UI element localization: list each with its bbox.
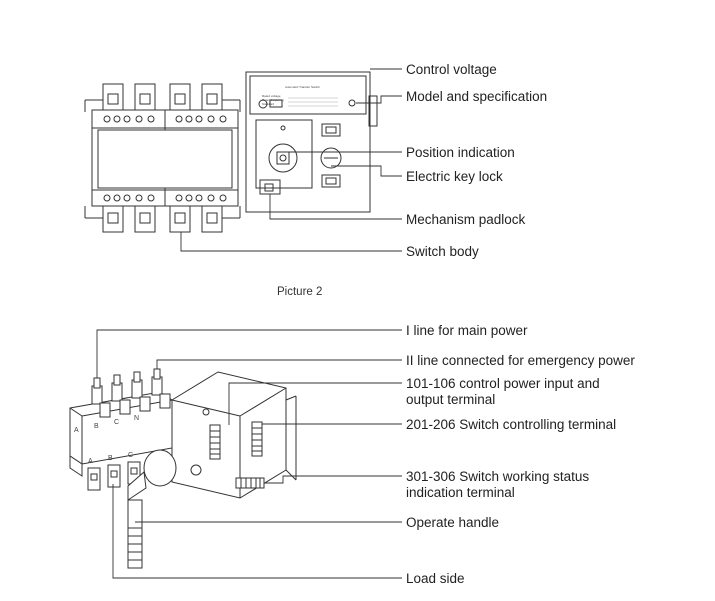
- bottom-terminals: [84, 205, 241, 233]
- top-lugs: [91, 368, 171, 418]
- spec-line-2: Rated frequency: [262, 98, 285, 102]
- position-indicator-dial: [268, 143, 298, 173]
- picture2-leaders: [180, 68, 402, 252]
- bottom-lugs: [87, 461, 141, 491]
- phase-letter-c-top: C: [114, 419, 119, 426]
- device-title-plate: Automatic Transfer Switch: [285, 85, 320, 89]
- top-terminals: [84, 83, 241, 112]
- label-line-main-power: I line for main power: [406, 323, 528, 338]
- label-electric-key-lock: Electric key lock: [406, 169, 503, 184]
- label-switch-body: Switch body: [406, 244, 479, 259]
- electric-key-lock-icon: [320, 147, 342, 169]
- isometric-view-drawing: A B C N A B C: [69, 368, 297, 569]
- label-line-emergency-power: II line connected for emergency power: [406, 353, 635, 368]
- label-control-power-terminal-2: output terminal: [406, 392, 495, 407]
- top-screw-row: [103, 115, 227, 123]
- spec-line-1: Rated voltage: [262, 94, 281, 98]
- label-position-indication: Position indication: [406, 145, 515, 160]
- terminal-block-301-306: [235, 477, 265, 489]
- phase-letter-a-top: A: [74, 427, 79, 434]
- label-working-status-terminal: 301-306 Switch working status: [406, 469, 589, 484]
- label-control-voltage: Control voltage: [406, 62, 497, 77]
- phase-letter-a-bottom: A: [88, 458, 93, 465]
- picture3-leaders: [96, 329, 402, 579]
- label-load-side: Load side: [406, 571, 465, 586]
- label-control-power-terminal: 101-106 control power input and: [406, 376, 600, 391]
- terminal-block-101-106: [209, 424, 221, 460]
- phase-letter-b-bottom: B: [108, 455, 113, 462]
- padlock-icon: [259, 179, 281, 195]
- label-switch-controlling-terminal: 201-206 Switch controlling terminal: [406, 417, 616, 432]
- operate-handle: [127, 449, 177, 569]
- terminal-block-201-206: [251, 421, 263, 457]
- label-mechanism-padlock: Mechanism padlock: [406, 212, 526, 227]
- label-operate-handle: Operate handle: [406, 515, 499, 530]
- picture2-caption: Picture 2: [277, 286, 322, 298]
- front-view-drawing: Automatic Transfer Switch Rated voltage …: [84, 71, 378, 233]
- phase-letter-b-top: B: [94, 423, 99, 430]
- controller-module: [245, 71, 371, 213]
- phase-letter-n-top: N: [134, 415, 139, 422]
- label-working-status-terminal-2: indication terminal: [406, 485, 515, 500]
- label-model-specification: Model and specification: [406, 89, 547, 104]
- spec-line-3: Standard: [262, 102, 275, 106]
- phase-letter-c-bottom: C: [128, 452, 133, 459]
- bottom-screw-row: [103, 194, 227, 202]
